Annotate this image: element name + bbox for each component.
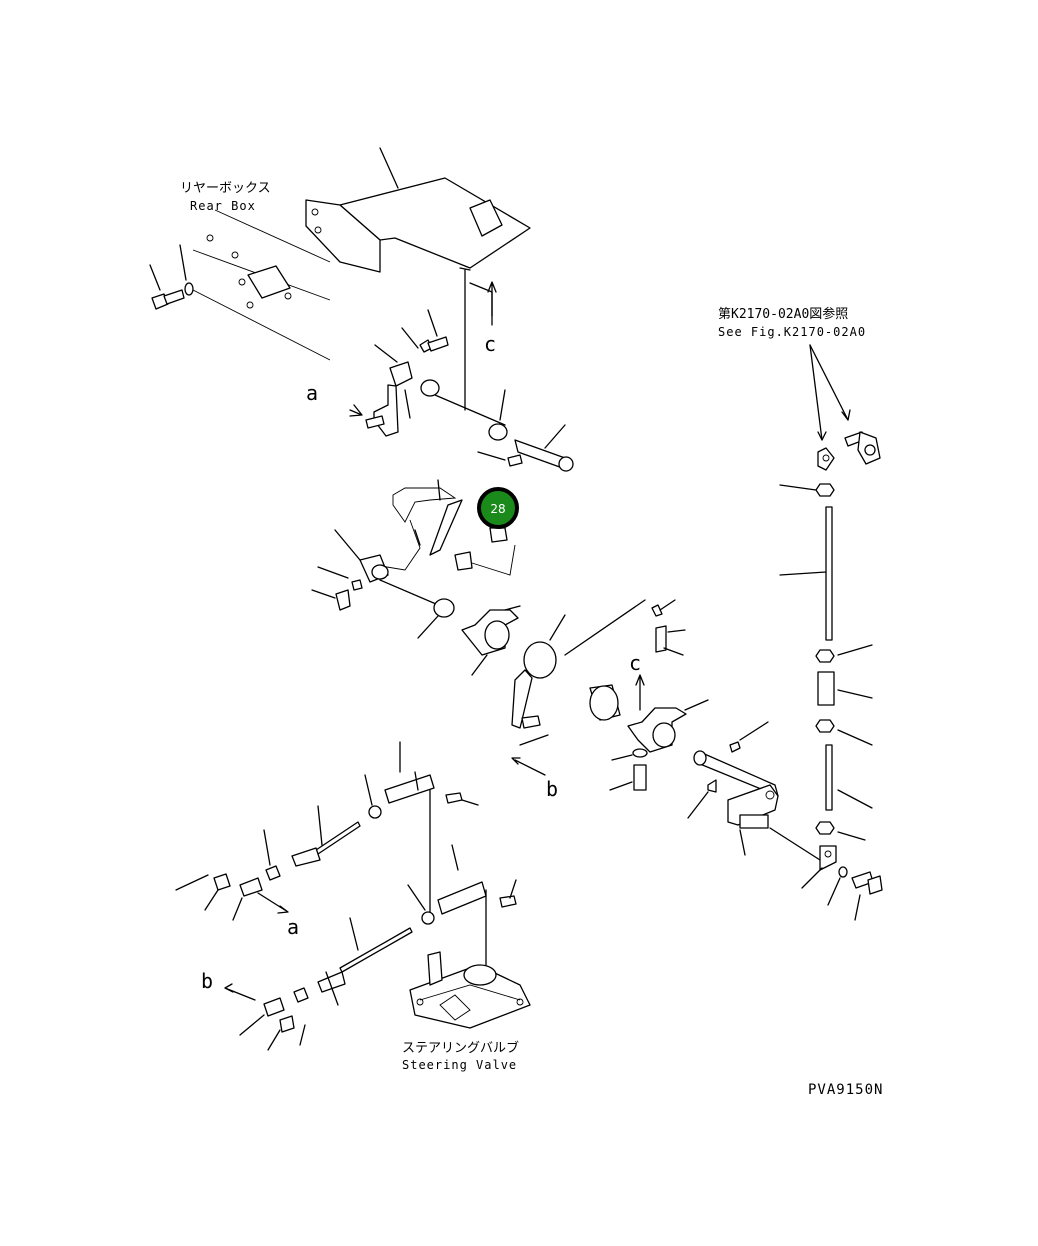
figure-code: PVA9150N — [808, 1082, 883, 1098]
rear-box-outline — [192, 209, 331, 361]
link-assembly — [311, 479, 516, 639]
rod-lower — [224, 844, 517, 1051]
see-fig-label-en: See Fig.K2170-02A0 — [718, 325, 866, 339]
ref-c-top: c — [484, 332, 496, 356]
bolt-top-left — [149, 244, 194, 310]
ref-b-right: b — [546, 777, 558, 801]
lever-upper — [349, 309, 508, 441]
bracket-plate — [305, 147, 531, 411]
rear-box-label-en: Rear Box — [190, 199, 256, 213]
ref-c-mid: c — [629, 651, 641, 675]
callout-28[interactable]: 28 — [477, 487, 519, 529]
shaft-tube — [477, 424, 574, 472]
rod-upper — [175, 741, 479, 921]
ref-a-bottom: a — [287, 915, 299, 939]
reference-arrows — [809, 344, 851, 441]
ref-a-top: a — [306, 381, 318, 405]
lever-lower — [511, 599, 646, 776]
rear-box-label-jp: リヤーボックス — [180, 181, 271, 196]
callout-number: 28 — [490, 502, 505, 516]
steering-valve-label-jp: ステアリングバルブ — [402, 1040, 519, 1056]
see-fig-label-jp: 第K2170-02A0図参照 — [718, 306, 848, 322]
steering-valve-label-en: Steering Valve — [402, 1058, 517, 1072]
vertical-rod — [779, 431, 883, 921]
steering-valve-body — [409, 951, 531, 1029]
crank-shaft — [687, 721, 821, 861]
bearing-bracket-center — [461, 605, 521, 676]
bearing-bracket-right — [589, 599, 709, 791]
ref-b-left: b — [201, 969, 213, 993]
